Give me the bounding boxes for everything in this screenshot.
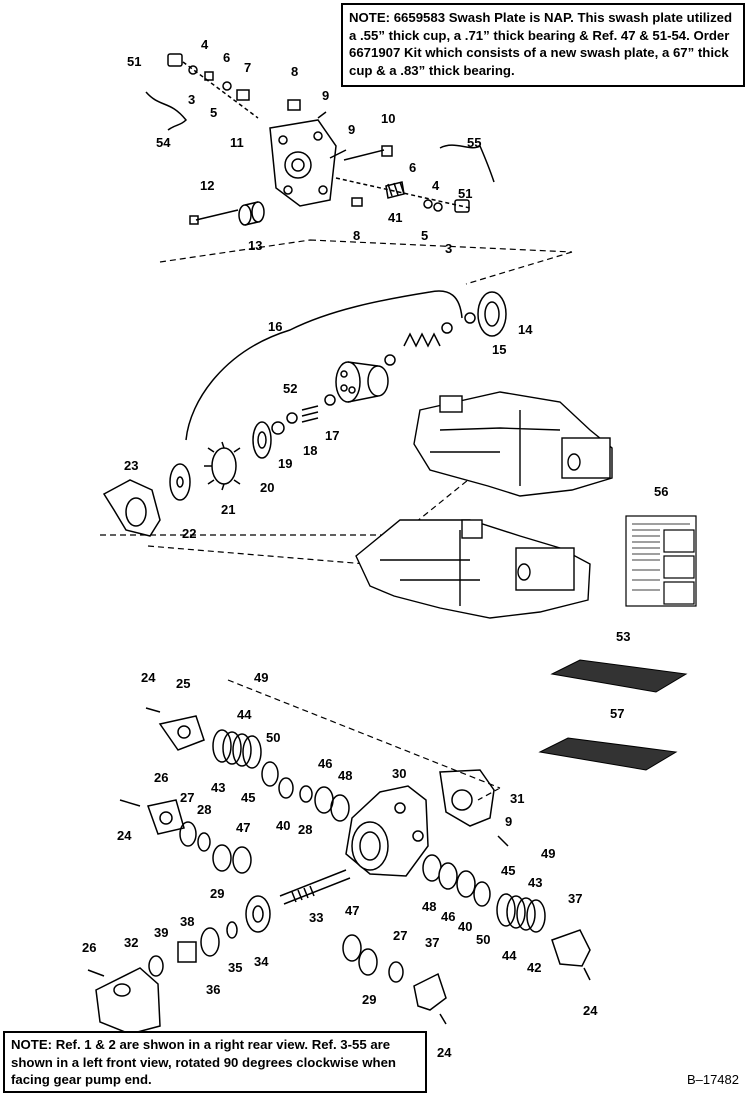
callout: 25 [176,676,190,691]
callout: 28 [298,822,312,837]
callout: 34 [254,954,269,969]
callout: 22 [182,526,196,541]
callout: 24 [141,670,156,685]
callout: 44 [237,707,252,722]
callout: 7 [244,60,251,75]
decal-sheet [625,515,697,607]
note-swash-plate-text: NOTE: 6659583 Swash Plate is NAP. This s… [349,10,733,78]
assembly-divider-line [159,239,573,285]
callout-labels: 51 4 6 7 3 5 8 9 54 11 9 10 55 12 13 8 6… [82,37,668,1060]
note-view-orientation: NOTE: Ref. 1 & 2 are shwon in a right re… [3,1031,427,1093]
callout: 49 [541,846,555,861]
callout: 54 [156,135,171,150]
callout: 14 [518,322,533,337]
callout: 11 [230,135,244,150]
callout: 43 [528,875,542,890]
callout: 49 [254,670,268,685]
callout: 48 [422,899,436,914]
callout: 28 [197,802,211,817]
callout: 36 [206,982,220,997]
callout: 6 [409,160,416,175]
callout: 46 [318,756,332,771]
callout: 31 [510,791,524,806]
callout: 12 [200,178,214,193]
callout: 37 [568,891,582,906]
callout: 13 [248,238,262,253]
callout: 30 [392,766,406,781]
callout: 42 [527,960,541,975]
callout: 44 [502,948,517,963]
callout: 39 [154,925,168,940]
callout: 27 [393,928,407,943]
callout: 10 [381,111,395,126]
callout: 50 [476,932,490,947]
assembly-divider-line [227,679,501,801]
callout: 19 [278,456,292,471]
callout: 8 [353,228,360,243]
callout: 37 [425,935,439,950]
callout: 23 [124,458,138,473]
callout: 26 [82,940,96,955]
callout: 38 [180,914,194,929]
callout: 53 [616,629,630,644]
callout: 3 [188,92,195,107]
callout: 3 [445,241,452,256]
callout: 46 [441,909,455,924]
callout: 56 [654,484,668,499]
callout: 4 [432,178,440,193]
callout: 18 [303,443,317,458]
callout: 24 [117,828,132,843]
callout: 17 [325,428,339,443]
callout: 47 [236,820,250,835]
callout: 27 [180,790,194,805]
callout: 33 [309,910,323,925]
callout: 43 [211,780,225,795]
callout: 35 [228,960,242,975]
pump-view-left-front [355,519,591,619]
callout: 41 [388,210,402,225]
pump-housing-assembly [87,707,591,1035]
callout: 51 [127,54,141,69]
callout: 4 [201,37,209,52]
callout: 51 [458,186,472,201]
callout: 50 [266,730,280,745]
callout: 20 [260,480,274,495]
callout: 45 [501,863,515,878]
callout: 26 [154,770,168,785]
decal-strip [538,737,678,771]
callout: 5 [421,228,428,243]
callout: 6 [223,50,230,65]
pump-view-right-rear [413,391,613,497]
callout: 5 [210,105,217,120]
callout: 24 [583,1003,598,1018]
callout: 15 [492,342,506,357]
callout: 48 [338,768,352,783]
callout: 24 [437,1045,452,1060]
callout: 9 [348,122,355,137]
callout: 57 [610,706,624,721]
callout: 29 [362,992,376,1007]
callout: 9 [505,814,512,829]
callout: 52 [283,381,297,396]
decal-strip [550,659,688,693]
rotating-group [102,290,507,537]
callout: 16 [268,319,282,334]
callout: 55 [467,135,481,150]
callout: 29 [210,886,224,901]
figure-id: B–17482 [686,1072,739,1087]
callout: 9 [322,88,329,103]
callout: 32 [124,935,138,950]
callout: 40 [276,818,290,833]
port-plate-assembly [145,53,495,226]
callout: 47 [345,903,359,918]
note-view-orientation-text: NOTE: Ref. 1 & 2 are shwon in a right re… [11,1037,396,1087]
note-swash-plate: NOTE: 6659583 Swash Plate is NAP. This s… [341,3,745,87]
callout: 45 [241,790,255,805]
callout: 8 [291,64,298,79]
callout: 40 [458,919,472,934]
callout: 21 [221,502,235,517]
